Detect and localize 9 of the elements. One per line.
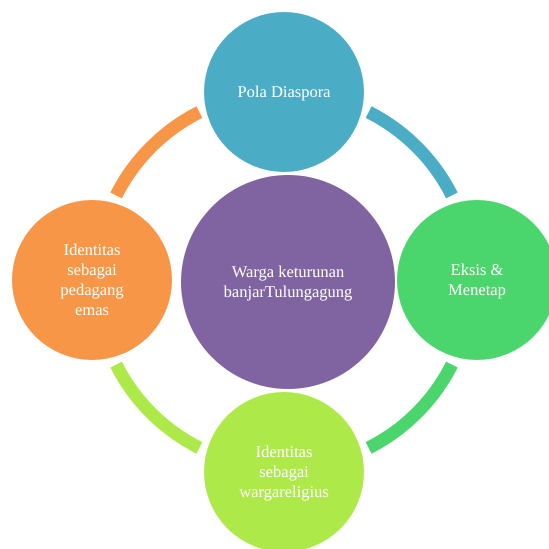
- arc-connector: [365, 106, 458, 199]
- node-label: Identitas sebagai wargareligius: [238, 442, 330, 502]
- node-label: Warga keturunan banjarTulungagung: [222, 262, 354, 302]
- node-label: Eksis & Menetap: [447, 260, 507, 300]
- node-label: Pola Diaspora: [236, 82, 332, 102]
- node-label: Identitas sebagai pedagang emas: [59, 240, 125, 320]
- arc-connector: [110, 106, 203, 199]
- arc-connector: [110, 361, 203, 454]
- arc-connector: [365, 361, 458, 454]
